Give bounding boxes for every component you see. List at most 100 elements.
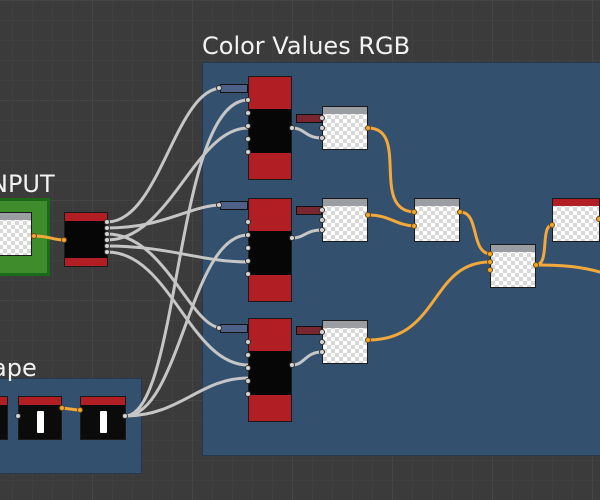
port[interactable] <box>216 325 222 331</box>
port[interactable] <box>319 125 325 131</box>
port[interactable] <box>15 413 21 419</box>
port[interactable] <box>319 207 325 213</box>
color-node-green[interactable] <box>248 198 292 302</box>
frame-title-shape: ape <box>0 354 37 382</box>
port[interactable] <box>245 365 251 371</box>
port[interactable] <box>365 337 371 343</box>
shape-node-2[interactable] <box>18 396 62 440</box>
shape-node-1[interactable] <box>0 396 8 440</box>
node-header <box>415 199 459 206</box>
node-header <box>323 107 367 114</box>
port[interactable] <box>596 216 600 222</box>
port[interactable] <box>59 405 65 411</box>
port[interactable] <box>216 85 222 91</box>
port[interactable] <box>487 259 493 265</box>
output-port[interactable] <box>31 233 37 239</box>
port[interactable] <box>411 223 417 229</box>
port[interactable] <box>319 227 325 233</box>
wire <box>366 126 416 214</box>
wire <box>105 126 250 242</box>
output-port[interactable] <box>104 219 110 225</box>
shape-bar <box>100 411 107 433</box>
split-node-body <box>65 221 107 258</box>
port[interactable] <box>319 339 325 345</box>
port[interactable] <box>289 362 295 368</box>
blend-node-1[interactable] <box>414 198 460 242</box>
wire <box>534 223 554 267</box>
port[interactable] <box>319 115 325 121</box>
port[interactable] <box>487 267 493 273</box>
port[interactable] <box>365 212 371 218</box>
port[interactable] <box>77 407 83 413</box>
output-port[interactable] <box>104 225 110 231</box>
color-node-blue[interactable] <box>248 318 292 422</box>
port[interactable] <box>245 391 251 397</box>
output-port[interactable] <box>104 231 110 237</box>
port[interactable] <box>365 125 371 131</box>
port[interactable] <box>245 123 251 129</box>
port[interactable] <box>245 271 251 277</box>
wire <box>105 250 250 367</box>
frame-title-color-values-rgb: Color Values RGB <box>202 32 411 60</box>
wire <box>123 376 250 418</box>
split-node[interactable] <box>64 212 108 267</box>
wire <box>290 126 324 140</box>
port[interactable] <box>245 110 251 116</box>
shape-node-3[interactable] <box>80 396 126 440</box>
port[interactable] <box>245 149 251 155</box>
param-input-2[interactable] <box>220 201 248 210</box>
node-header <box>0 397 7 405</box>
wire <box>105 203 224 230</box>
port[interactable] <box>319 349 325 355</box>
wire <box>290 228 324 240</box>
output-port[interactable] <box>104 237 110 243</box>
port[interactable] <box>549 222 555 228</box>
port[interactable] <box>245 378 251 384</box>
wire <box>534 263 600 274</box>
frame-title-input: NPUT <box>0 170 55 198</box>
wire <box>105 86 224 224</box>
output-port[interactable] <box>104 249 110 255</box>
param-input-1[interactable] <box>220 84 248 93</box>
input-node[interactable] <box>0 212 32 256</box>
port[interactable] <box>319 329 325 335</box>
output-node[interactable] <box>552 198 600 242</box>
channel-node-r[interactable] <box>322 106 368 150</box>
channel-node-g[interactable] <box>322 198 368 242</box>
port[interactable] <box>457 209 463 215</box>
output-port[interactable] <box>104 243 110 249</box>
port[interactable] <box>216 202 222 208</box>
color-node-red[interactable] <box>248 76 292 180</box>
port[interactable] <box>289 235 295 241</box>
node-header <box>323 321 367 328</box>
wire <box>123 233 250 418</box>
port[interactable] <box>245 352 251 358</box>
port[interactable] <box>289 125 295 131</box>
color-node-body <box>249 231 291 275</box>
port[interactable] <box>245 245 251 251</box>
port[interactable] <box>319 135 325 141</box>
color-node-body <box>249 109 291 153</box>
port[interactable] <box>487 251 493 257</box>
port[interactable] <box>245 232 251 238</box>
port[interactable] <box>122 413 128 419</box>
port[interactable] <box>245 97 251 103</box>
node-header <box>553 199 599 206</box>
wire <box>105 244 250 264</box>
node-header <box>19 397 61 405</box>
port[interactable] <box>245 339 251 345</box>
port[interactable] <box>319 217 325 223</box>
port[interactable] <box>245 219 251 225</box>
input-port[interactable] <box>61 237 67 243</box>
port[interactable] <box>245 136 251 142</box>
color-node-body <box>249 351 291 395</box>
channel-node-b[interactable] <box>322 320 368 364</box>
input-node-header <box>0 213 31 220</box>
param-input-3[interactable] <box>220 324 248 333</box>
port[interactable] <box>533 262 539 268</box>
port[interactable] <box>411 209 417 215</box>
node-header <box>81 397 125 405</box>
port[interactable] <box>245 258 251 264</box>
blend-node-2[interactable] <box>490 244 536 288</box>
